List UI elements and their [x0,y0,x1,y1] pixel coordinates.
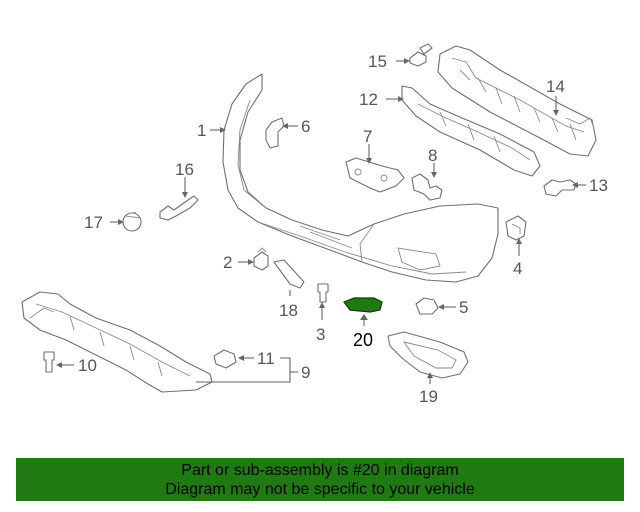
callout-6: 6 [301,117,310,136]
part-5-clip[interactable] [415,297,439,315]
part-17-cap[interactable] [122,211,142,232]
callout-17: 17 [84,213,103,232]
part-12-absorber[interactable] [401,85,541,177]
callout-1: 1 [197,121,206,140]
banner-line-1: Part or sub-assembly is #20 in diagram [181,462,459,479]
callout-2: 2 [223,253,232,272]
callout-labels: 1 6 15 12 14 7 8 13 16 17 2 4 18 3 20 5 … [78,52,608,406]
part-6-bracket[interactable] [265,117,285,149]
callout-13: 13 [589,176,608,195]
callout-10: 10 [78,356,97,375]
info-banner: Part or sub-assembly is #20 in diagram D… [16,458,624,501]
part-15-bolt[interactable] [409,43,433,67]
callout-19: 19 [419,387,438,406]
part-19-lamp-bezel[interactable] [387,331,469,379]
part-4-bracket[interactable] [505,215,527,241]
part-13-clip[interactable] [543,179,577,197]
part-18-cover[interactable] [273,259,305,289]
part-14-reinforcement[interactable] [437,45,597,157]
callout-14: 14 [546,77,565,96]
callout-15: 15 [368,52,387,71]
callout-8: 8 [428,146,437,165]
part-7-bracket[interactable] [345,157,405,193]
part-10-bolt[interactable] [43,351,55,373]
parts-diagram: 1 6 15 12 14 7 8 13 16 17 2 4 18 3 20 5 … [21,43,608,406]
callout-5: 5 [459,298,468,317]
part-20-bracket-highlighted[interactable] [343,297,383,313]
callout-7: 7 [363,127,372,146]
part-11-clip[interactable] [213,349,237,369]
callout-18: 18 [279,301,298,320]
part-8-bolt[interactable] [411,173,443,201]
callout-9: 9 [301,363,310,382]
callout-11: 11 [257,349,275,368]
callout-12: 12 [359,90,378,109]
part-16-stay-rod[interactable] [159,195,199,221]
part-9-lower-absorber[interactable] [21,291,213,393]
callout-3: 3 [316,325,325,344]
part-1-bumper-cover[interactable] [222,73,499,283]
part-2-clip[interactable] [253,247,269,271]
part-3-bolt[interactable] [317,283,329,303]
leader-lines [56,58,586,384]
callout-16: 16 [175,160,194,179]
callout-20: 20 [353,330,373,350]
banner-line-2: Diagram may not be specific to your vehi… [165,481,475,498]
callout-4: 4 [513,259,522,278]
